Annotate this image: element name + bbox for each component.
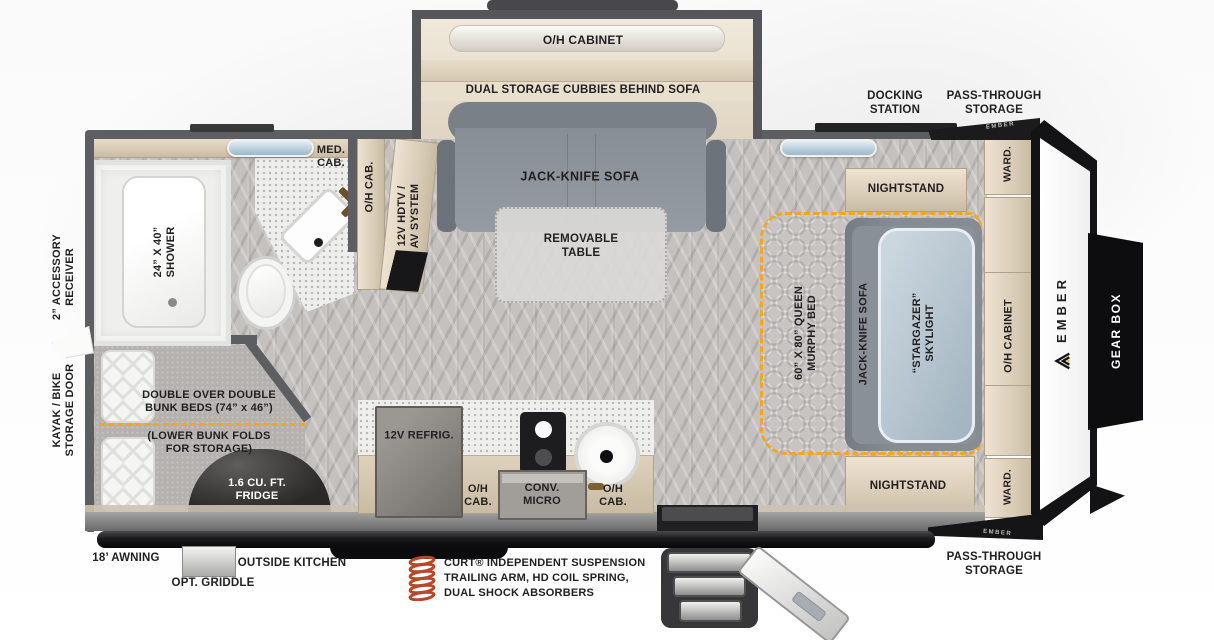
slideout-oh-cabinet-label: O/H CABINET	[542, 32, 624, 47]
kitchen-sink	[574, 422, 640, 488]
ember-logo-text: EMBER	[1054, 276, 1070, 343]
bedroom-window	[780, 139, 877, 157]
dual-storage-label: DUAL STORAGE CUBBIES BEHIND SOFA	[465, 84, 701, 97]
gear-box-label: GEAR BOX	[1108, 292, 1123, 370]
ember-brand-logo: EMBER	[1051, 276, 1073, 372]
med-cab-label: MED. CAB.	[316, 143, 346, 169]
gear-box-panel	[1088, 233, 1143, 430]
faucet-icon	[588, 483, 604, 490]
bathroom-right-wall	[348, 130, 357, 252]
bunk-mattress-upper	[101, 350, 155, 423]
refrigerator-label: 12V REFRIG.	[384, 429, 454, 442]
docking-station-label: DOCKING STATION	[867, 90, 923, 116]
shower-drain	[168, 298, 177, 307]
kitchen-oh-cab-right-label: O/H CAB.	[599, 482, 627, 508]
roof-trim	[190, 124, 274, 132]
bathroom-oh-cabinet	[357, 136, 385, 290]
awning-rail	[97, 531, 935, 548]
bathroom-oh-cab-label: O/H CAB.	[363, 161, 376, 213]
toilet-lid	[246, 264, 286, 318]
pass-through-door-top	[928, 118, 1040, 140]
av-system-label: 12V HDTV / AV SYSTEM	[395, 183, 421, 249]
pass-through-top-label: PASS-THROUGH STORAGE	[946, 90, 1042, 116]
stargazer-skylight	[878, 228, 975, 443]
bunk-folds-label: (LOWER BUNK FOLDS FOR STORAGE)	[147, 429, 271, 455]
door-handle-icon	[791, 590, 827, 623]
bathroom-window	[227, 139, 314, 157]
shower-label: 24” X 40” SHOWER	[151, 226, 177, 278]
slideout-wall-top	[412, 10, 762, 19]
kitchen-oh-cab-left-label: O/H CAB.	[464, 482, 492, 508]
kayak-storage-label: KAYAK / BIKE STORAGE DOOR	[50, 363, 76, 457]
sink-drain	[600, 450, 613, 463]
nightstand-top	[845, 168, 967, 212]
opt-griddle-label: OPT. GRIDDLE	[171, 577, 255, 590]
slideout-wall-right	[753, 10, 762, 139]
sofa-seam	[567, 134, 568, 226]
shower-tub	[122, 176, 206, 328]
cabinet-divider	[985, 272, 1033, 273]
awning-label: 18’ AWNING	[92, 552, 160, 565]
nightstand-bottom-label: NIGHTSTAND	[869, 480, 947, 493]
accessory-receiver-label: 2” ACCESSORY RECEIVER	[50, 234, 76, 320]
removable-table-label: REMOVABLE TABLE	[543, 233, 619, 259]
slideout-sofa-label: JACK-KNIFE SOFA	[520, 169, 640, 184]
nightstand-top-label: NIGHTSTAND	[867, 183, 945, 196]
griddle-panel	[182, 546, 236, 577]
slideout-wall-left	[412, 10, 421, 139]
outside-kitchen-panel	[330, 546, 508, 559]
bunk-fold-line	[99, 423, 305, 426]
slideout-bumper	[487, 0, 678, 11]
slideout-cabinet-highlight	[449, 25, 725, 52]
pass-through-bottom-label: PASS-THROUGH STORAGE	[946, 551, 1042, 577]
removable-table	[495, 207, 667, 303]
microwave-top-face	[502, 474, 583, 483]
entry-landing-step	[662, 507, 753, 521]
murphy-bed-label: 60” X 80” QUEEN MURPHY BED	[792, 285, 818, 381]
refrigerator	[375, 406, 463, 518]
skylight-label: “STARGAZER” SKYLIGHT	[910, 292, 936, 374]
slideout-sofa-arm-right	[706, 140, 726, 232]
cubby-label-band	[421, 82, 753, 101]
microwave	[498, 470, 587, 520]
wardrobe-top-label: WARD.	[1001, 146, 1014, 182]
top-wall-right	[761, 130, 987, 139]
entry-step	[679, 600, 742, 622]
entry-step	[673, 576, 746, 597]
sofa-seam	[595, 134, 596, 226]
ember-logo-icon	[1054, 352, 1070, 370]
cabinet-divider	[985, 385, 1033, 386]
docking-station-bar	[815, 123, 957, 132]
bedroom-sofa-label: JACK-KNIFE SOFA	[857, 282, 870, 386]
burner-icon	[535, 449, 552, 466]
wardrobe-bottom-label: WARD.	[1001, 469, 1014, 505]
front-cap-face	[1040, 138, 1090, 510]
bottom-wall	[85, 512, 985, 531]
outside-kitchen-label: OUTSIDE KITCHEN	[237, 557, 347, 570]
bunk-beds-label: DOUBLE OVER DOUBLE BUNK BEDS (74” x 46”)	[142, 388, 276, 414]
exterior-fridge-label: 1.6 CU. FT. FRIDGE	[228, 476, 286, 502]
suspension-footnote: CURT® INDEPENDENT SUSPENSION TRAILING AR…	[444, 557, 646, 599]
sink-drain	[314, 238, 323, 247]
bunk-mattress-lower	[101, 437, 155, 512]
coil-spring-icon	[408, 555, 436, 601]
cubby-doors	[421, 60, 753, 82]
bedroom-oh-cabinet-label: O/H CABINET	[1002, 299, 1015, 373]
top-wall-left	[85, 130, 414, 139]
microwave-label: CONV. MICRO	[523, 481, 561, 507]
burner-icon	[535, 421, 552, 438]
slideout-sofa-arm-left	[437, 140, 457, 232]
